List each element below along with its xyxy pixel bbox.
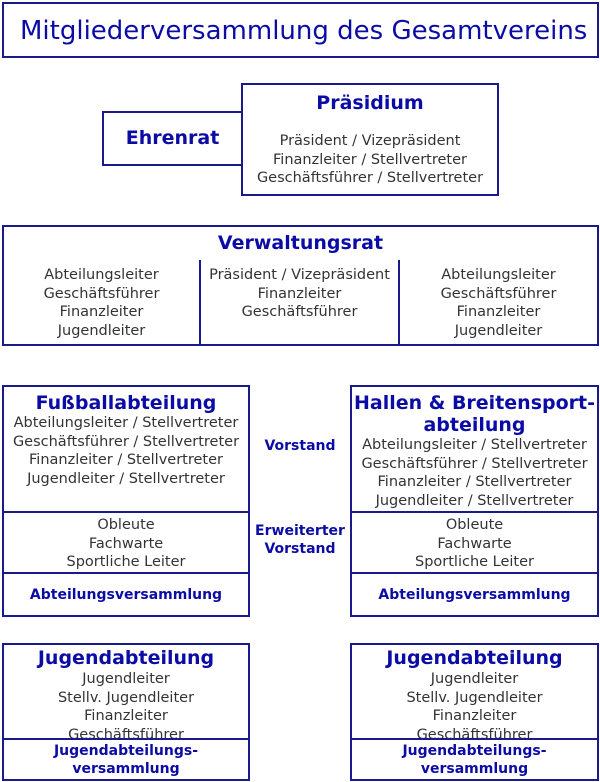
verwaltungsrat-header: Verwaltungsrat: [2, 225, 599, 262]
hallen-vorstand-line: Finanzleiter / Stellvertreter: [377, 474, 572, 490]
praesidium-line: Präsident / Vizepräsident: [279, 133, 461, 149]
verwaltungsrat-column: Abteilungsleiter Geschäftsführer Finanzl…: [2, 260, 201, 346]
fussball-vorstand-box: Fußballabteilung Abteilungsleiter / Stel…: [2, 385, 250, 513]
jugend-left-versammlung-line: Jugendabteilungs-: [53, 743, 199, 759]
jugend-left-line: Finanzleiter: [84, 708, 168, 724]
hallen-title-line: abteilung: [423, 414, 526, 436]
hallen-erweitert-box: Obleute Fachwarte Sportliche Leiter: [350, 511, 599, 574]
jugend-left-line: Jugendleiter: [82, 671, 170, 687]
hallen-vorstand-line: Jugendleiter / Stellvertreter: [375, 492, 574, 509]
jugend-left-title: Jugendabteilung: [37, 647, 215, 669]
erweiterter-line: Erweiterter: [255, 523, 345, 539]
jugend-left-versammlung-box: Jugendabteilungs- versammlung: [2, 738, 250, 781]
verwaltungsrat-line: Geschäftsführer: [440, 285, 557, 302]
hallen-erweitert-line: Obleute: [445, 517, 504, 533]
praesidium-line: Geschäftsführer / Stellvertreter: [256, 170, 484, 186]
jugend-right-versammlung-box: Jugendabteilungs- versammlung: [350, 738, 599, 781]
verwaltungsrat-column: Abteilungsleiter Geschäftsführer Finanzl…: [398, 260, 599, 346]
hallen-versammlung-box: Abteilungsversammlung: [350, 572, 599, 617]
jugend-right-versammlung-line: Jugendabteilungs-: [402, 743, 547, 759]
fussball-versammlung: Abteilungsversammlung: [29, 587, 223, 603]
ehrenrat-box: Ehrenrat: [102, 111, 243, 166]
praesidium-line: Finanzleiter / Stellvertreter: [273, 151, 467, 168]
fussball-erweitert-line: Sportliche Leiter: [66, 554, 186, 570]
verwaltungsrat-line: Präsident / Vizepräsident: [209, 267, 390, 283]
fussball-vorstand-line: Jugendleiter / Stellvertreter: [27, 470, 225, 487]
verwaltungsrat-line: Finanzleiter: [257, 285, 342, 302]
jugend-left-versammlung: Jugendabteilungs- versammlung: [4, 742, 248, 778]
title-box: Mitgliederversammlung des Gesamtvereins: [2, 2, 599, 58]
hallen-versammlung: Abteilungsversammlung: [378, 587, 571, 603]
verwaltungsrat-line: Jugendleiter: [57, 322, 146, 339]
praesidium-title: Präsidium: [316, 92, 424, 114]
verwaltungsrat-title: Verwaltungsrat: [217, 232, 384, 254]
verwaltungsrat-line: Geschäftsführer: [43, 285, 160, 302]
vorstand-label: Vorstand: [264, 438, 336, 454]
hallen-erweitert-line: Sportliche Leiter: [414, 554, 535, 570]
jugend-right-title: Jugendabteilung: [386, 647, 563, 669]
fussball-vorstand-line: Finanzleiter / Stellvertreter: [29, 452, 223, 468]
fussball-erweitert-line: Fachwarte: [88, 535, 164, 552]
jugend-right-versammlung: Jugendabteilungs- versammlung: [352, 742, 597, 778]
fussball-vorstand-line: Geschäftsführer / Stellvertreter: [12, 433, 240, 450]
hallen-title: Hallen & Breitensport- abteilung: [352, 392, 597, 436]
jugend-right-line: Jugendleiter: [430, 671, 519, 687]
fussball-erweitert-box: Obleute Fachwarte Sportliche Leiter: [2, 511, 250, 574]
verwaltungsrat-line: Finanzleiter: [456, 304, 541, 320]
jugend-left-box: Jugendabteilung Jugendleiter Stellv. Jug…: [2, 643, 250, 743]
erweiterter-vorstand-label: Erweiterter Vorstand: [250, 522, 350, 558]
hallen-vorstand-line: Abteilungsleiter / Stellvertreter: [362, 437, 587, 453]
ehrenrat-title: Ehrenrat: [125, 127, 220, 149]
fussball-versammlung-box: Abteilungsversammlung: [2, 572, 250, 617]
fussball-title: Fußballabteilung: [35, 392, 217, 414]
hallen-erweitert-line: Fachwarte: [437, 535, 512, 552]
erweiterter-line: Vorstand: [264, 541, 336, 557]
jugend-left-line: Stellv. Jugendleiter: [57, 689, 195, 706]
verwaltungsrat-column: Präsident / Vizepräsident Finanzleiter G…: [199, 260, 400, 346]
page-title: Mitgliederversammlung des Gesamtvereins: [20, 16, 588, 46]
verwaltungsrat-line: Abteilungsleiter: [441, 267, 556, 283]
praesidium-box: Präsidium Präsident / Vizepräsident Fina…: [241, 83, 499, 196]
verwaltungsrat-line: Geschäftsführer: [241, 304, 358, 320]
hallen-vorstand-line: Geschäftsführer / Stellvertreter: [361, 455, 588, 472]
hallen-title-line: Hallen & Breitensport-: [353, 392, 595, 414]
hallen-vorstand-box: Hallen & Breitensport- abteilung Abteilu…: [350, 385, 599, 513]
jugend-right-line: Finanzleiter: [432, 708, 517, 724]
jugend-right-box: Jugendabteilung Jugendleiter Stellv. Jug…: [350, 643, 599, 743]
verwaltungsrat-line: Finanzleiter: [59, 304, 144, 320]
verwaltungsrat-line: Abteilungsleiter: [44, 267, 159, 283]
fussball-erweitert-line: Obleute: [97, 517, 155, 533]
jugend-right-line: Stellv. Jugendleiter: [406, 689, 543, 706]
verwaltungsrat-line: Jugendleiter: [454, 322, 543, 339]
jugend-right-versammlung-line: versammlung: [420, 761, 529, 777]
jugend-left-versammlung-line: versammlung: [72, 761, 180, 777]
fussball-vorstand-line: Abteilungsleiter / Stellvertreter: [13, 415, 239, 431]
